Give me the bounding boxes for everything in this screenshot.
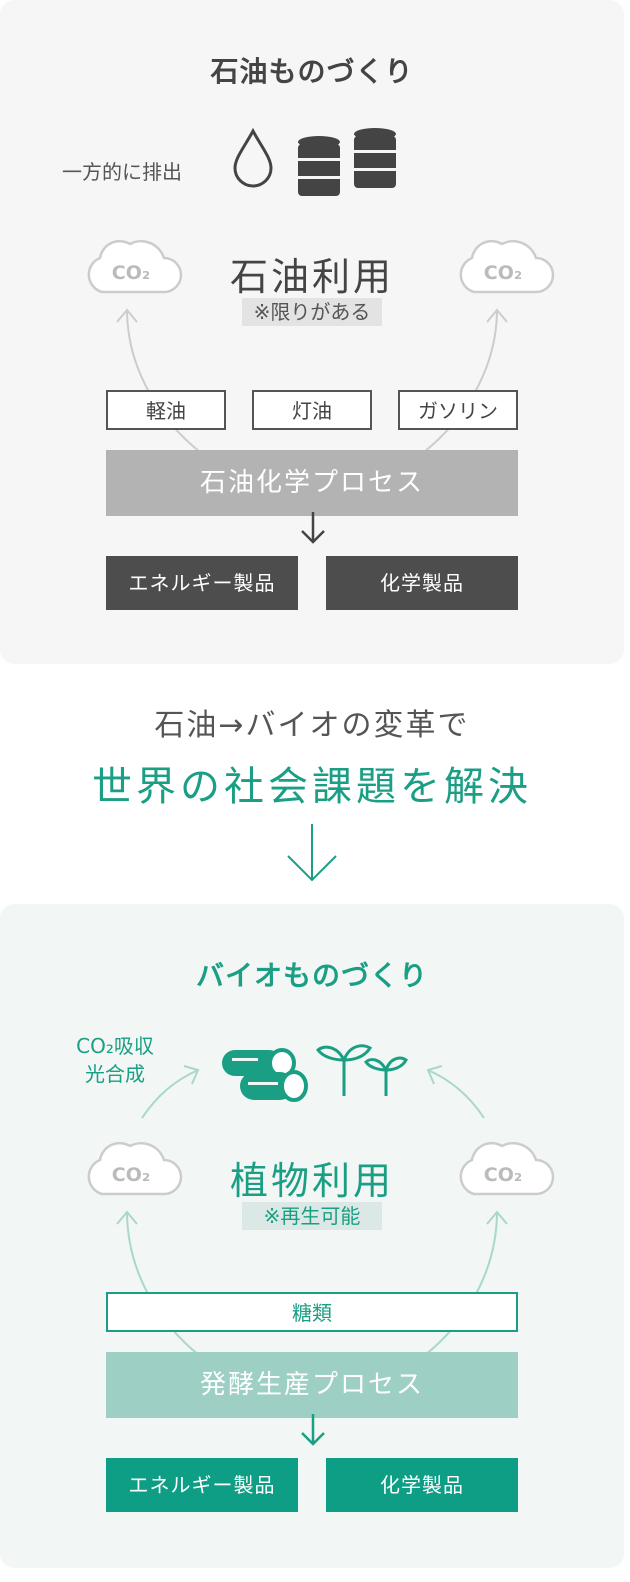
log-icon xyxy=(222,1048,308,1102)
co2-cloud-label: CO₂ xyxy=(483,1164,523,1186)
sprout-icon xyxy=(316,1044,408,1096)
down-arrow-icon xyxy=(301,1414,325,1446)
transition-down-arrow-icon xyxy=(287,824,337,882)
bio-product-energy: エネルギー製品 xyxy=(106,1458,298,1512)
down-arrow-icon xyxy=(301,512,325,544)
oil-barrel-icon xyxy=(298,136,340,196)
oil-drop-icon xyxy=(233,127,273,188)
co2-cloud-icon xyxy=(459,239,555,294)
co2-cloud-label: CO₂ xyxy=(111,1164,151,1186)
absorption-label-line2: 光合成 xyxy=(85,1062,145,1086)
bio-section-title: バイオものづくり xyxy=(195,959,428,992)
co2-cloud-icon xyxy=(87,239,183,294)
bio-process-box: 発酵生産プロセス xyxy=(106,1352,518,1418)
sugar-box: 糖類 xyxy=(106,1292,518,1332)
oil-barrel-icon xyxy=(354,128,396,188)
bio-center-title: 植物利用 xyxy=(229,1159,394,1203)
absorption-label: CO₂吸収 光合成 xyxy=(64,1032,166,1088)
absorption-label-line1: CO₂吸収 xyxy=(76,1034,154,1058)
bio-panel xyxy=(0,904,624,1568)
fuel-box-diesel: 軽油 xyxy=(106,390,226,430)
emission-arrows xyxy=(116,308,508,453)
transition-line1: 石油→バイオの変革で xyxy=(154,708,470,743)
emission-label: 一方的に排出 xyxy=(62,160,182,184)
carbon-cycle-arrows xyxy=(116,1065,508,1357)
co2-cloud-icon xyxy=(459,1141,555,1196)
oil-section-title: 石油ものづくり xyxy=(210,55,414,88)
co2-cloud-label: CO₂ xyxy=(111,262,151,284)
oil-product-chemical: 化学製品 xyxy=(326,556,518,610)
co2-cloud-icon xyxy=(87,1141,183,1196)
fuel-box-kerosene: 灯油 xyxy=(252,390,372,430)
fuel-box-gasoline: ガソリン xyxy=(398,390,518,430)
oil-product-energy: エネルギー製品 xyxy=(106,556,298,610)
co2-cloud-label: CO₂ xyxy=(483,262,523,284)
oil-process-box: 石油化学プロセス xyxy=(106,450,518,516)
bio-note: ※再生可能 xyxy=(242,1202,382,1230)
oil-note: ※限りがある xyxy=(242,298,382,326)
oil-panel xyxy=(0,0,624,664)
transition-line2: 世界の社会課題を解決 xyxy=(92,764,532,810)
bio-product-chemical: 化学製品 xyxy=(326,1458,518,1512)
oil-center-title: 石油利用 xyxy=(229,255,394,299)
